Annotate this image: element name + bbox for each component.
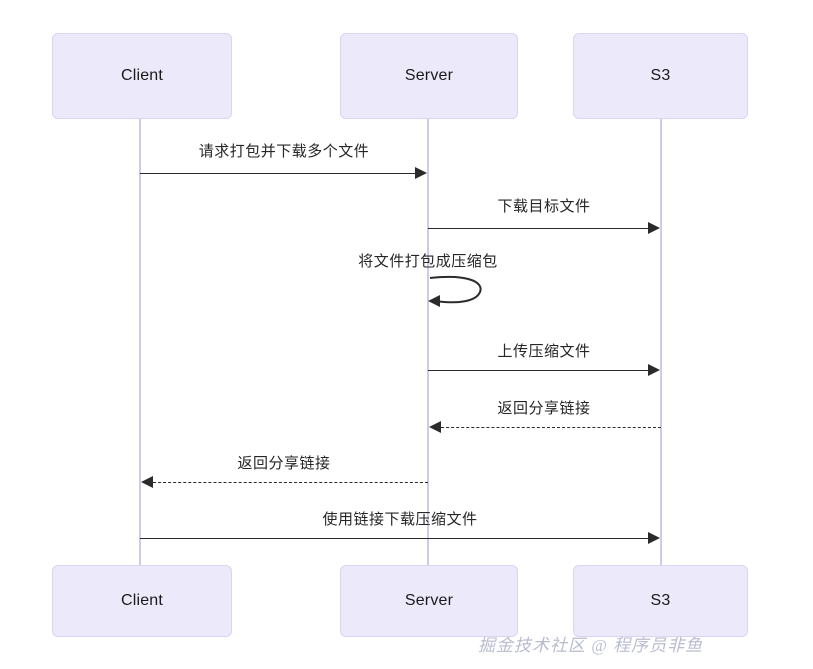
watermark-text: 掘金技术社区 @ 程序员非鱼	[478, 636, 704, 655]
participant-box-client-top: Client	[52, 33, 232, 119]
participant-label-client-bottom: Client	[120, 592, 164, 609]
participant-label-s3-bottom: S3	[650, 592, 671, 609]
message-self-loop-3	[428, 276, 482, 307]
message-line-1	[140, 173, 416, 174]
message-label-5: 返回分享链接	[497, 400, 591, 417]
participant-box-s3-top: S3	[573, 33, 748, 119]
participant-box-server-bottom: Server	[340, 565, 518, 637]
participant-label-server-top: Server	[404, 67, 454, 84]
message-arrowhead-4	[648, 364, 660, 376]
participant-label-s3-top: S3	[650, 67, 671, 84]
participant-box-s3-bottom: S3	[573, 565, 748, 637]
message-arrowhead-5	[429, 421, 441, 433]
participant-box-server-top: Server	[340, 33, 518, 119]
message-line-6	[153, 482, 428, 483]
message-label-2: 下载目标文件	[497, 198, 591, 215]
message-label-1: 请求打包并下载多个文件	[198, 143, 370, 160]
lifeline-s3	[660, 119, 662, 566]
message-line-2	[428, 228, 649, 229]
message-label-7: 使用链接下载压缩文件	[322, 511, 478, 528]
lifeline-client	[139, 119, 141, 566]
message-line-5	[441, 427, 661, 428]
lifeline-server	[427, 119, 429, 566]
message-label-3: 将文件打包成压缩包	[358, 253, 498, 270]
participant-box-client-bottom: Client	[52, 565, 232, 637]
message-arrowhead-1	[415, 167, 427, 179]
message-arrowhead-7	[648, 532, 660, 544]
message-label-6: 返回分享链接	[237, 455, 331, 472]
message-arrowhead-2	[648, 222, 660, 234]
message-line-4	[428, 370, 649, 371]
participant-label-server-bottom: Server	[404, 592, 454, 609]
message-label-4: 上传压缩文件	[497, 343, 591, 360]
message-arrowhead-6	[141, 476, 153, 488]
message-line-7	[140, 538, 649, 539]
participant-label-client-top: Client	[120, 67, 164, 84]
